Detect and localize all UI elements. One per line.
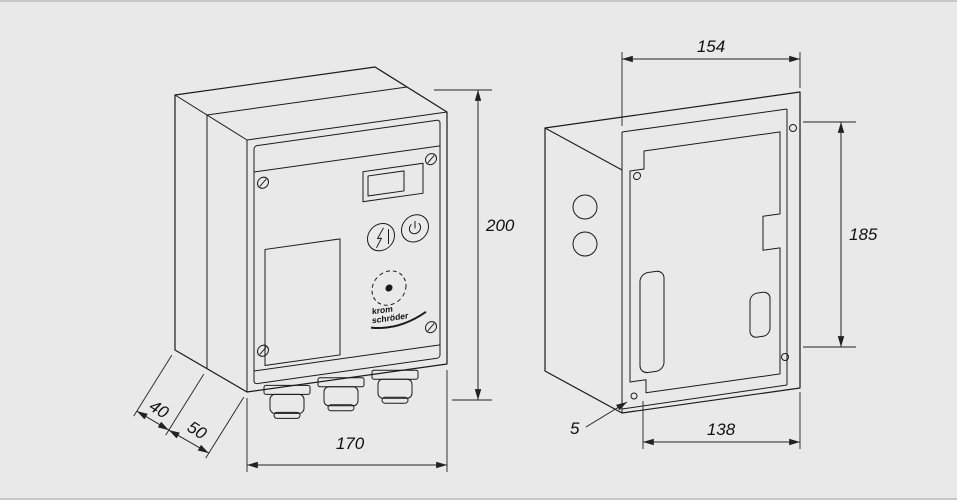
fixing-hole — [781, 353, 789, 361]
rear-view-edges — [544, 108, 788, 413]
mounting-plate — [629, 131, 781, 394]
dim-cutout-width-label: 154 — [697, 37, 725, 56]
logo-line1: krom — [372, 303, 393, 316]
corner-screws — [257, 153, 437, 357]
mounting-hole — [633, 171, 641, 181]
power-icon — [408, 220, 422, 235]
lcd-display — [362, 162, 424, 203]
power-button — [401, 214, 429, 243]
dim-width-label: 170 — [336, 434, 365, 453]
rear-view — [544, 91, 801, 414]
rear-view-outline — [544, 91, 801, 414]
front-view-outline — [174, 66, 448, 393]
panel-seam-bottom — [254, 344, 440, 372]
mounting-slot — [749, 291, 771, 338]
dimension-width: 170 — [246, 370, 448, 472]
screw-icon — [425, 153, 437, 166]
dimension-mount-width: 138 — [642, 392, 801, 449]
dim-mount-width-label: 138 — [707, 420, 736, 439]
label-window — [264, 238, 341, 366]
dimension-height: 200 — [434, 89, 515, 401]
dimension-hole: 5 — [570, 401, 628, 438]
logo-swoosh — [370, 311, 427, 330]
knockout-circle — [572, 194, 598, 220]
knockout-circle — [572, 231, 598, 257]
fixing-hole — [630, 392, 638, 400]
dim-hole-label: 5 — [570, 419, 580, 438]
panel-seam-top — [254, 145, 440, 173]
dimension-cutout-height: 185 — [803, 121, 878, 348]
front-panel: krom schröder — [253, 119, 441, 385]
reset-icon — [376, 227, 389, 248]
mounting-slot — [639, 270, 665, 374]
front-view: krom schröder — [174, 66, 448, 419]
dim-cutout-height-label: 185 — [849, 225, 878, 244]
knob-dot — [385, 284, 393, 292]
screw-icon — [425, 321, 437, 334]
front-view-edges — [174, 86, 448, 392]
reset-button — [367, 223, 395, 252]
fixing-hole — [789, 124, 797, 132]
dim-height-label: 200 — [485, 216, 515, 235]
dimension-cutout-width: 154 — [621, 37, 801, 126]
screw-icon — [257, 176, 269, 189]
setting-knob — [371, 270, 407, 306]
door-frame — [253, 119, 441, 385]
